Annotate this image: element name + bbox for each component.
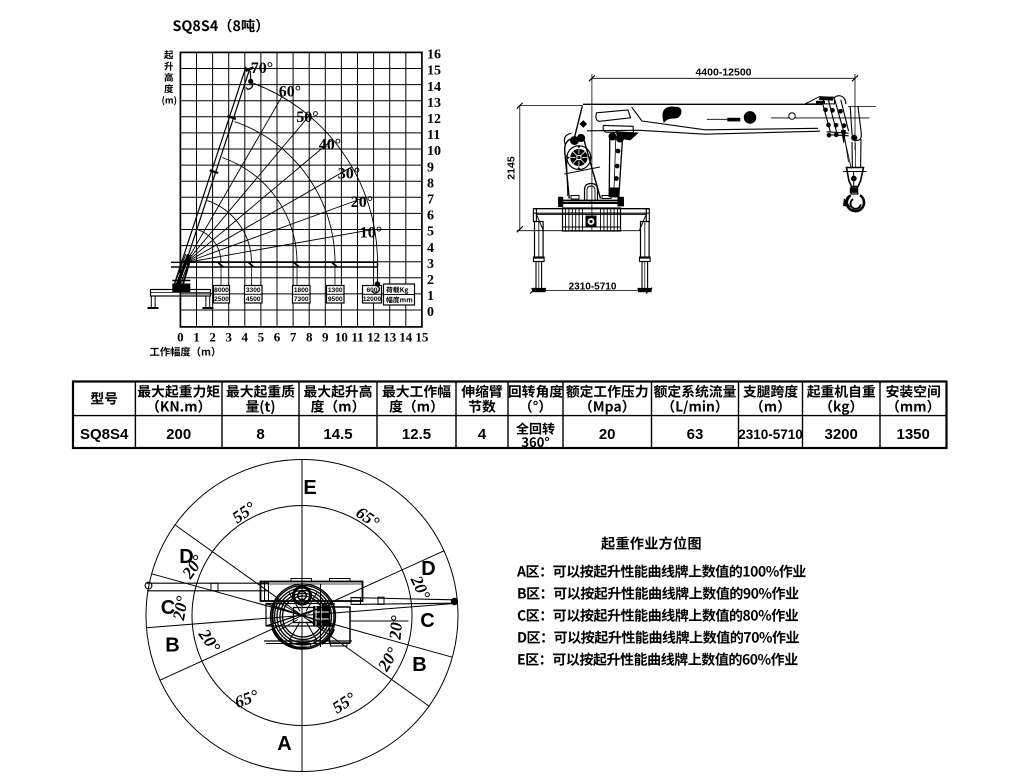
- svg-text:7: 7: [290, 330, 297, 345]
- svg-text:12000: 12000: [363, 296, 382, 303]
- svg-text:8: 8: [306, 330, 313, 345]
- svg-text:20: 20: [599, 426, 616, 443]
- svg-text:2310-5710: 2310-5710: [569, 281, 617, 292]
- svg-text:3300: 3300: [246, 287, 261, 294]
- svg-text:9: 9: [427, 160, 434, 175]
- svg-text:15: 15: [415, 330, 429, 345]
- svg-text:600: 600: [366, 287, 377, 294]
- svg-text:0: 0: [427, 305, 434, 320]
- svg-text:14: 14: [427, 80, 441, 95]
- svg-text:9500: 9500: [328, 296, 343, 303]
- svg-text:30°: 30°: [338, 166, 360, 183]
- svg-text:E: E: [303, 477, 316, 499]
- svg-text:3: 3: [225, 330, 232, 345]
- svg-text:1: 1: [427, 289, 434, 304]
- svg-text:1: 1: [193, 330, 200, 345]
- svg-text:6: 6: [274, 330, 281, 345]
- svg-text:200: 200: [166, 426, 191, 443]
- svg-text:20°: 20°: [169, 594, 192, 622]
- svg-text:2: 2: [209, 330, 216, 345]
- svg-text:6: 6: [427, 209, 434, 224]
- svg-text:3: 3: [427, 257, 434, 272]
- svg-text:A: A: [277, 733, 291, 755]
- svg-text:4400-12500: 4400-12500: [695, 67, 751, 79]
- svg-text:C: C: [420, 610, 434, 632]
- svg-text:60°: 60°: [279, 84, 301, 101]
- svg-text:40°: 40°: [319, 137, 341, 154]
- svg-text:13: 13: [427, 96, 441, 111]
- svg-text:2310-5710: 2310-5710: [738, 427, 803, 442]
- svg-text:15: 15: [427, 64, 441, 79]
- svg-text:10: 10: [335, 330, 348, 345]
- svg-text:8: 8: [256, 426, 264, 443]
- svg-text:70°: 70°: [251, 60, 273, 77]
- svg-text:8000: 8000: [214, 287, 229, 294]
- svg-text:4: 4: [242, 330, 249, 345]
- svg-text:1800: 1800: [294, 287, 309, 294]
- svg-text:B: B: [412, 654, 426, 676]
- svg-text:11: 11: [351, 330, 363, 345]
- svg-text:2: 2: [427, 273, 434, 288]
- svg-text:7300: 7300: [294, 296, 309, 303]
- svg-text:1300: 1300: [328, 287, 343, 294]
- svg-text:16: 16: [427, 48, 441, 63]
- svg-text:5: 5: [258, 330, 265, 345]
- svg-text:7: 7: [427, 193, 434, 208]
- svg-text:12: 12: [427, 112, 441, 127]
- svg-text:10: 10: [427, 144, 441, 159]
- svg-text:20°: 20°: [351, 194, 373, 211]
- svg-text:14: 14: [399, 330, 413, 345]
- svg-text:63: 63: [687, 426, 704, 443]
- svg-text:12.5: 12.5: [402, 426, 431, 443]
- svg-text:9: 9: [322, 330, 329, 345]
- svg-text:1350: 1350: [897, 426, 930, 443]
- svg-text:20°: 20°: [385, 615, 406, 642]
- svg-text:5: 5: [427, 225, 434, 240]
- svg-text:2145: 2145: [506, 156, 518, 180]
- svg-text:3200: 3200: [825, 426, 858, 443]
- svg-text:4: 4: [427, 241, 434, 256]
- svg-text:D: D: [179, 546, 193, 568]
- svg-text:8: 8: [427, 176, 434, 191]
- svg-text:2500: 2500: [214, 296, 229, 303]
- svg-text:11: 11: [427, 128, 440, 143]
- svg-text:13: 13: [383, 330, 397, 345]
- svg-text:50°: 50°: [296, 109, 318, 126]
- svg-text:4500: 4500: [246, 296, 261, 303]
- svg-text:B: B: [165, 635, 179, 657]
- svg-text:12: 12: [367, 330, 380, 345]
- svg-text:D: D: [421, 558, 435, 580]
- svg-text:14.5: 14.5: [323, 426, 352, 443]
- svg-text:10°: 10°: [360, 225, 382, 242]
- svg-text:0: 0: [177, 330, 184, 345]
- svg-text:SQ8S4: SQ8S4: [80, 426, 129, 443]
- svg-text:4: 4: [478, 426, 487, 443]
- svg-text:C: C: [161, 597, 175, 619]
